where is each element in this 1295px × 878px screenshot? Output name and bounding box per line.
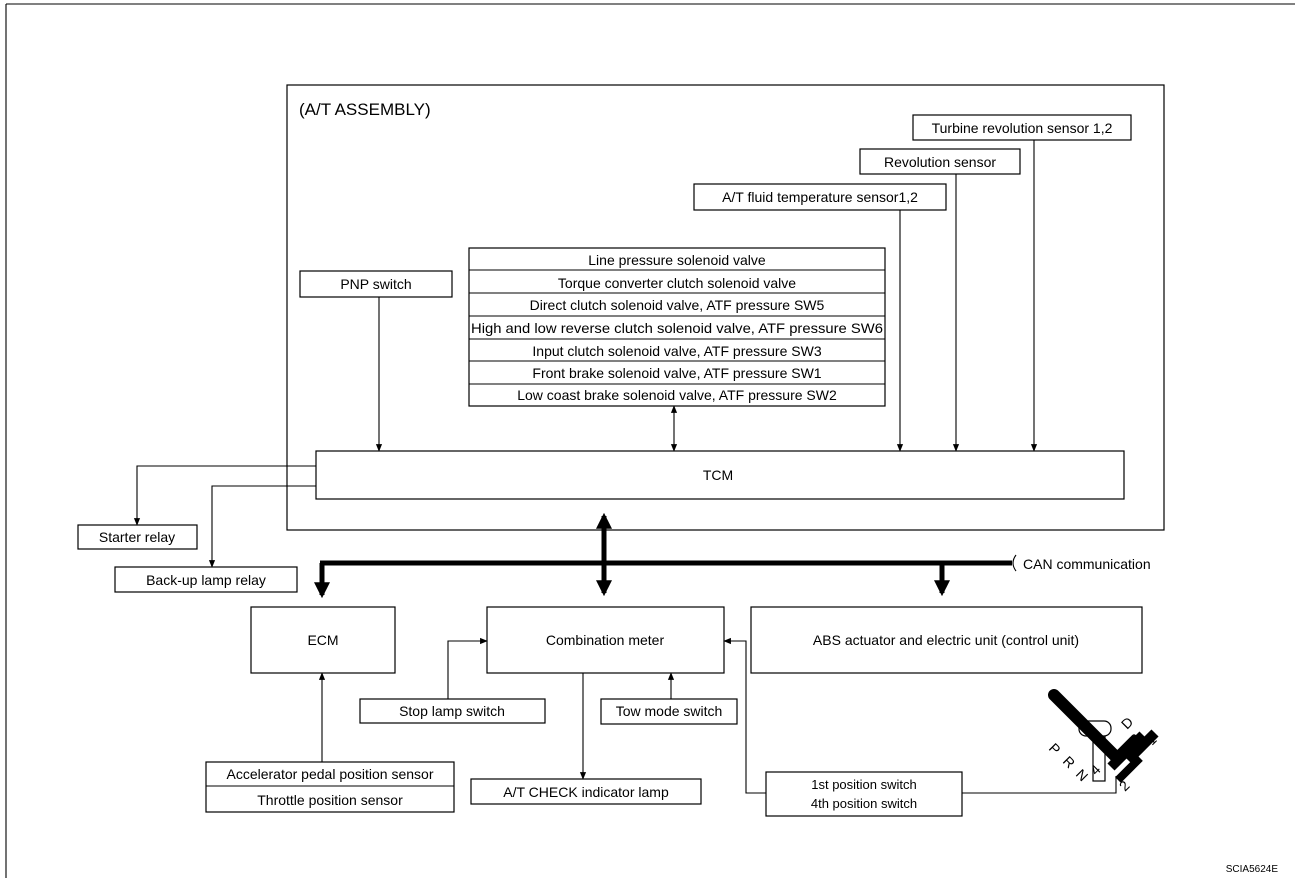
position-switch-box: 1st position switch 4th position switch xyxy=(765,771,963,817)
page-frame xyxy=(5,3,1295,878)
tcm-input-arrows xyxy=(375,140,1038,452)
backup-lamp-relay-label: Back-up lamp relay xyxy=(146,572,266,588)
can-communication-label: CAN communication xyxy=(1023,556,1151,572)
indicator-lamp-box: A/T CHECK indicator lamp xyxy=(470,778,702,805)
abs-unit-box: ABS actuator and electric unit (control … xyxy=(750,606,1143,674)
combination-meter-box: Combination meter xyxy=(486,606,725,674)
revolution-sensor-label: Revolution sensor xyxy=(884,154,996,170)
shift-lever-icon: P R N 4 D 3 1 2 xyxy=(1046,689,1160,794)
first-position-switch-label: 1st position switch xyxy=(811,777,917,792)
solenoid-row: Low coast brake solenoid valve, ATF pres… xyxy=(517,387,837,403)
gear-2: 2 xyxy=(1116,777,1133,794)
tcm-box: TCM xyxy=(315,450,1125,500)
stop-lamp-switch-box: Stop lamp switch xyxy=(359,698,546,724)
solenoid-row: Front brake solenoid valve, ATF pressure… xyxy=(532,365,821,381)
accel-throttle-box: Accelerator pedal position sensor Thrott… xyxy=(205,761,455,813)
indicator-lamp-label: A/T CHECK indicator lamp xyxy=(503,784,669,800)
gear-d: D xyxy=(1118,714,1136,732)
accel-sensor-label: Accelerator pedal position sensor xyxy=(226,766,433,782)
throttle-sensor-label: Throttle position sensor xyxy=(257,792,403,808)
turbine-sensor-label: Turbine revolution sensor 1,2 xyxy=(932,120,1113,136)
position-switch-line xyxy=(962,776,1117,794)
meter-connection-lines xyxy=(447,637,766,794)
fourth-position-switch-label: 4th position switch xyxy=(811,796,917,811)
solenoid-row: Input clutch solenoid valve, ATF pressur… xyxy=(532,343,821,359)
stop-lamp-switch-label: Stop lamp switch xyxy=(399,703,505,719)
gear-r: R xyxy=(1060,753,1078,771)
tow-mode-switch-label: Tow mode switch xyxy=(616,703,723,719)
pnp-switch-label: PNP switch xyxy=(340,276,411,292)
ecm-label: ECM xyxy=(307,632,338,648)
starter-relay-label: Starter relay xyxy=(99,529,175,545)
reference-code: SCIA5624E xyxy=(1226,864,1279,875)
solenoid-row: High and low reverse clutch solenoid val… xyxy=(471,320,883,336)
solenoid-row: Direct clutch solenoid valve, ATF pressu… xyxy=(530,297,825,313)
ecm-box: ECM xyxy=(250,606,396,674)
tow-mode-switch-box: Tow mode switch xyxy=(600,698,738,725)
fluid-temp-sensor-box: A/T fluid temperature sensor1,2 xyxy=(693,183,947,211)
fluid-temp-sensor-label: A/T fluid temperature sensor1,2 xyxy=(722,189,918,205)
solenoid-row: Torque converter clutch solenoid valve xyxy=(558,275,796,291)
tcm-label: TCM xyxy=(703,467,733,483)
pnp-switch-box: PNP switch xyxy=(299,270,453,298)
turbine-sensor-box: Turbine revolution sensor 1,2 xyxy=(912,114,1132,141)
relay-output-lines xyxy=(133,465,316,568)
gear-p: P xyxy=(1046,740,1064,758)
revolution-sensor-box: Revolution sensor xyxy=(859,148,1021,175)
combination-meter-label: Combination meter xyxy=(546,632,665,648)
backup-lamp-relay-box: Back-up lamp relay xyxy=(114,566,298,593)
starter-relay-box: Starter relay xyxy=(77,524,198,550)
solenoid-table: Line pressure solenoid valve Torque conv… xyxy=(468,247,886,407)
abs-unit-label: ABS actuator and electric unit (control … xyxy=(813,632,1079,648)
solenoid-row: Line pressure solenoid valve xyxy=(588,252,766,268)
at-assembly-title: (A/T ASSEMBLY) xyxy=(299,100,431,119)
can-bus xyxy=(313,512,1017,599)
